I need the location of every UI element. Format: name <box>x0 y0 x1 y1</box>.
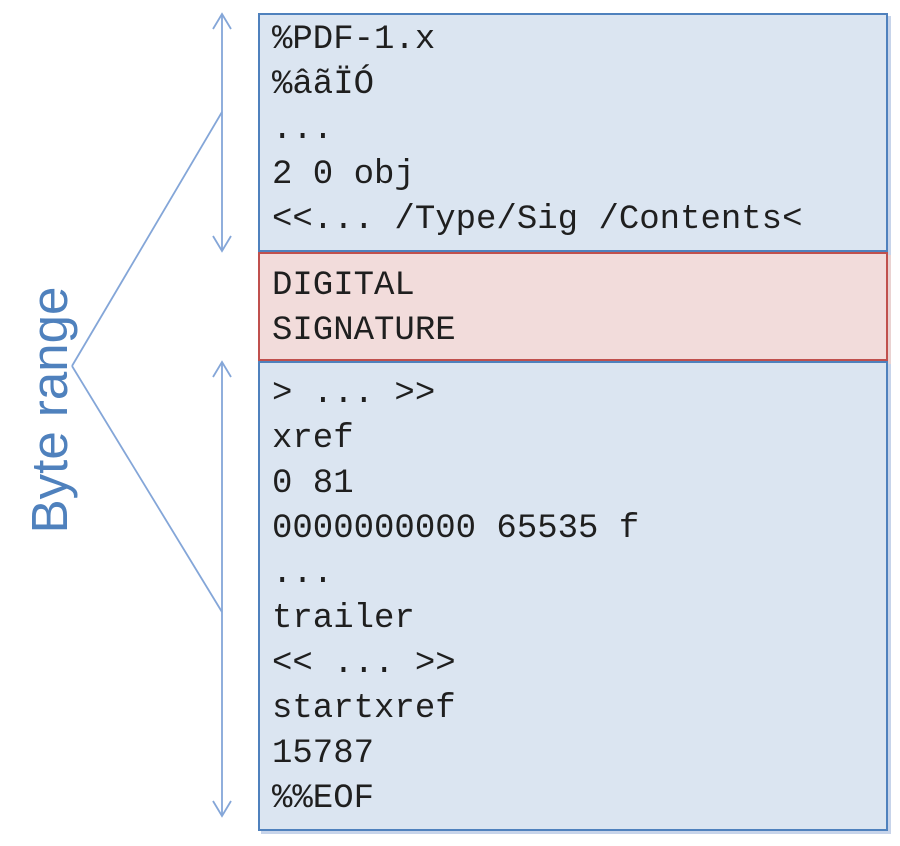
code-line: %PDF-1.x <box>272 21 436 59</box>
pdf-header-box: %PDF-1.x %âãÏÓ... 2 0 obj <<... /Type/Sig /… <box>258 13 888 252</box>
brace-line-upper <box>71 111 223 367</box>
bottom-byte-range-arrow <box>212 360 232 818</box>
pdf-header-code: %PDF-1.x %âãÏÓ... 2 0 obj <<... /Type/Sig /… <box>260 15 886 243</box>
byte-range-label: Byte range <box>21 286 78 534</box>
code-line: ... <box>272 555 334 593</box>
pdf-trailer-box: > ... >> xref 0 81 0000000000 65535 f... tra… <box>258 361 888 831</box>
arrow-down-head-icon <box>212 235 232 253</box>
code-line: << ... >> <box>272 645 456 683</box>
code-line: startxref <box>272 690 456 728</box>
code-line: SIGNATURE <box>272 312 456 350</box>
code-line: xref <box>272 420 354 458</box>
arrow-up-head-icon <box>212 12 232 30</box>
code-line: > ... >> <box>272 375 436 413</box>
code-line: trailer <box>272 600 415 638</box>
code-line: %âãÏÓ <box>272 66 375 104</box>
digital-signature-box: DIGITAL SIGNATURE <box>258 252 888 361</box>
code-line: <<... /Type/Sig /Contents< <box>272 201 803 239</box>
arrow-up-head-icon <box>212 360 232 378</box>
code-line: DIGITAL <box>272 267 415 305</box>
code-line: ... <box>272 111 334 149</box>
code-line: %%EOF <box>272 780 375 818</box>
code-line: 0000000000 65535 f <box>272 510 640 548</box>
code-line: 0 81 <box>272 465 354 503</box>
code-line: 2 0 obj <box>272 156 415 194</box>
arrow-down-head-icon <box>212 800 232 818</box>
code-line: 15787 <box>272 735 375 773</box>
digital-signature-text: DIGITAL SIGNATURE <box>260 254 886 354</box>
top-byte-range-arrow <box>212 12 232 253</box>
brace-line-lower <box>71 365 223 613</box>
pdf-trailer-code: > ... >> xref 0 81 0000000000 65535 f... tra… <box>260 363 886 822</box>
